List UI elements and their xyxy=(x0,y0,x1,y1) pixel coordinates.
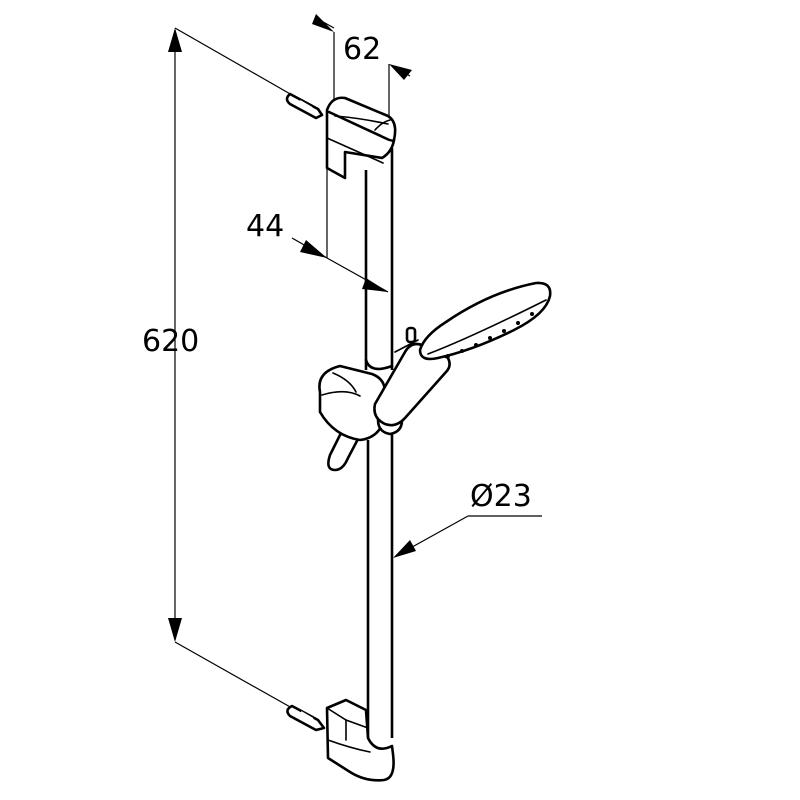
spray-nozzles-icon xyxy=(446,312,534,358)
dimension-label-diameter-23: Ø23 xyxy=(470,479,532,514)
screw-icon xyxy=(285,92,324,120)
height-dimension xyxy=(168,27,293,709)
dimension-label-620: 620 xyxy=(142,324,200,359)
arrow-down-icon xyxy=(168,618,182,642)
arrow-up-icon xyxy=(168,28,182,52)
screw-icon xyxy=(286,704,326,732)
arrow-right-icon xyxy=(300,240,327,258)
slide-rail xyxy=(364,148,394,738)
dimension-label-44: 44 xyxy=(246,209,285,244)
diameter-dimension xyxy=(393,515,542,558)
dimension-label-62: 62 xyxy=(343,32,382,67)
arrow-right-icon xyxy=(362,278,388,292)
depth-dimension xyxy=(312,14,412,118)
arrow-left-icon xyxy=(393,540,416,558)
top-bracket xyxy=(285,92,397,180)
arrow-right-icon xyxy=(312,14,334,32)
arrow-left-icon xyxy=(389,64,412,80)
bottom-bracket xyxy=(286,698,395,782)
hand-shower xyxy=(373,281,552,427)
offset-dimension xyxy=(291,168,389,293)
